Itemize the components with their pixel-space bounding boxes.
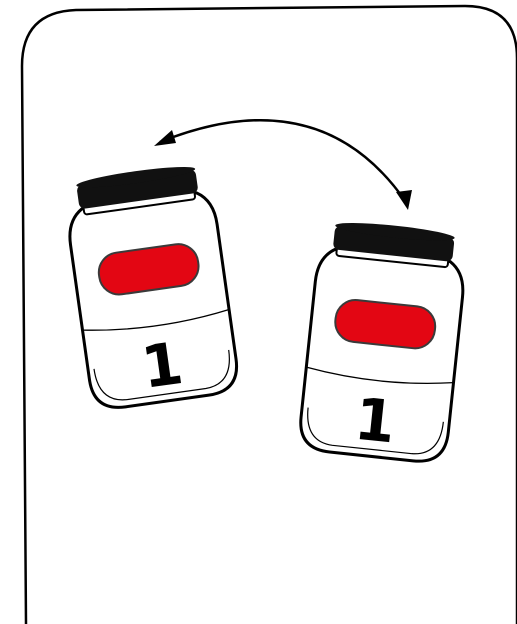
jar-left: 1 <box>62 161 241 411</box>
jar-number: 1 <box>351 385 398 457</box>
jar-right: 1 <box>298 218 469 464</box>
